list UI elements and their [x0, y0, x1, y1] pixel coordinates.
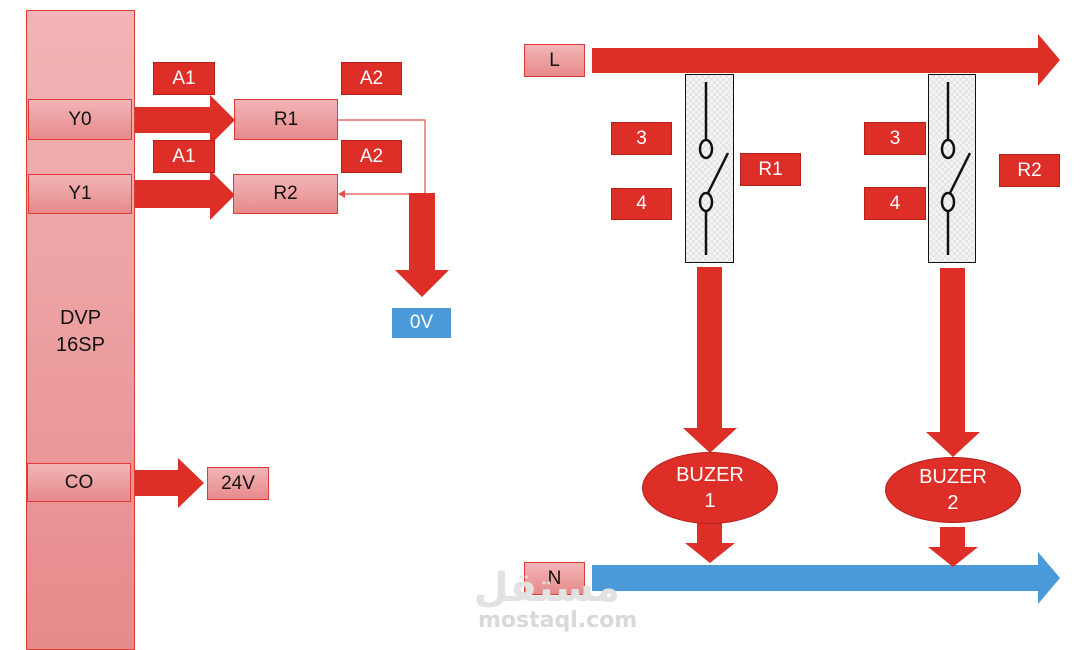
plc-model-label: DVP 16SP — [56, 307, 105, 356]
line-l-arrow — [592, 34, 1060, 86]
a2-common-wire — [338, 119, 426, 195]
r2-terminal-a2: A2 — [341, 140, 402, 173]
r2-terminal-a1: A1 — [153, 140, 215, 173]
relay-contact-r1[interactable] — [685, 74, 734, 263]
neutral-n-arrow — [592, 552, 1060, 604]
arrow-co-to-24v — [135, 458, 204, 508]
relay-contact-r2[interactable] — [928, 74, 976, 263]
watermark-arabic: مستقل — [473, 565, 620, 611]
contact2-terminal-4: 4 — [864, 187, 926, 220]
arrow-buzzer2-to-neutral — [928, 527, 978, 567]
a2-wire-arrowhead — [338, 190, 345, 198]
contact1-relay-label: R1 — [740, 153, 801, 186]
arrow-y0-to-r1 — [133, 95, 235, 145]
arrow-buzzer1-to-neutral — [685, 523, 735, 563]
supply-24v-label: 24V — [207, 467, 269, 500]
no-contact-symbol-icon — [698, 82, 730, 255]
arrow-to-0v — [395, 193, 449, 297]
zero-volt-label: 0V — [392, 308, 451, 338]
watermark-text: mostaql.com — [478, 608, 638, 633]
plc-common-co[interactable]: CO — [27, 463, 131, 502]
contact2-relay-label: R2 — [999, 154, 1060, 187]
relay-coil-r1[interactable]: R1 — [234, 99, 338, 140]
arrow-contact2-to-buzzer2 — [926, 268, 980, 457]
line-l-label: L — [524, 44, 585, 77]
relay-coil-r2[interactable]: R2 — [233, 174, 338, 214]
buzzer-1[interactable]: BUZER 1 — [642, 452, 778, 524]
no-contact-symbol-icon — [940, 82, 972, 255]
neutral-n-label: N — [524, 562, 585, 595]
arrow-y1-to-r2 — [133, 170, 235, 220]
contact1-terminal-4: 4 — [611, 188, 672, 220]
arrow-contact1-to-buzzer1 — [683, 267, 737, 453]
plc-output-y0[interactable]: Y0 — [28, 99, 132, 140]
contact2-terminal-3: 3 — [864, 122, 926, 155]
plc-output-y1[interactable]: Y1 — [28, 174, 132, 214]
r1-terminal-a2: A2 — [341, 62, 402, 95]
contact1-terminal-3: 3 — [611, 122, 672, 155]
r1-terminal-a1: A1 — [153, 62, 215, 95]
buzzer-2[interactable]: BUZER 2 — [885, 457, 1021, 523]
